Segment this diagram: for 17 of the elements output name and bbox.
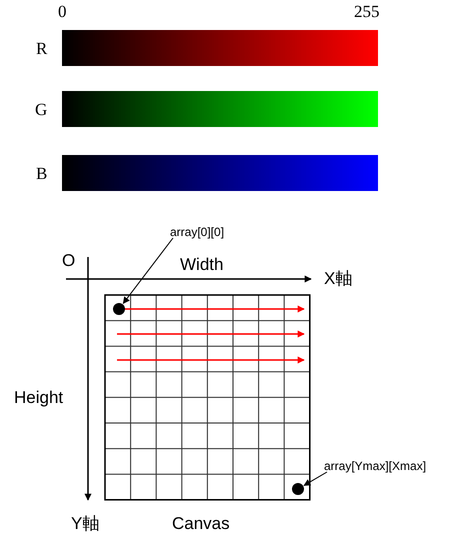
caption-label: Canvas [172,515,230,532]
leader-line [122,238,174,304]
channel-label: B [36,165,48,182]
callout-label: array[Ymax][Xmax] [324,460,426,472]
dot-marker [113,303,125,315]
scale-label: 0 [58,3,66,20]
scale-label: 255 [354,3,380,20]
callout-label: array[0][0] [170,226,224,238]
axis-label: Width [180,256,224,273]
channel-label: G [35,101,48,118]
axis-label: Y軸 [71,515,100,532]
origin-label: O [62,252,76,269]
channel-label: R [36,40,48,57]
dot-marker [292,483,304,495]
axis-label: Height [14,389,64,406]
axis-label: X軸 [324,270,352,287]
leader-line [303,472,328,486]
